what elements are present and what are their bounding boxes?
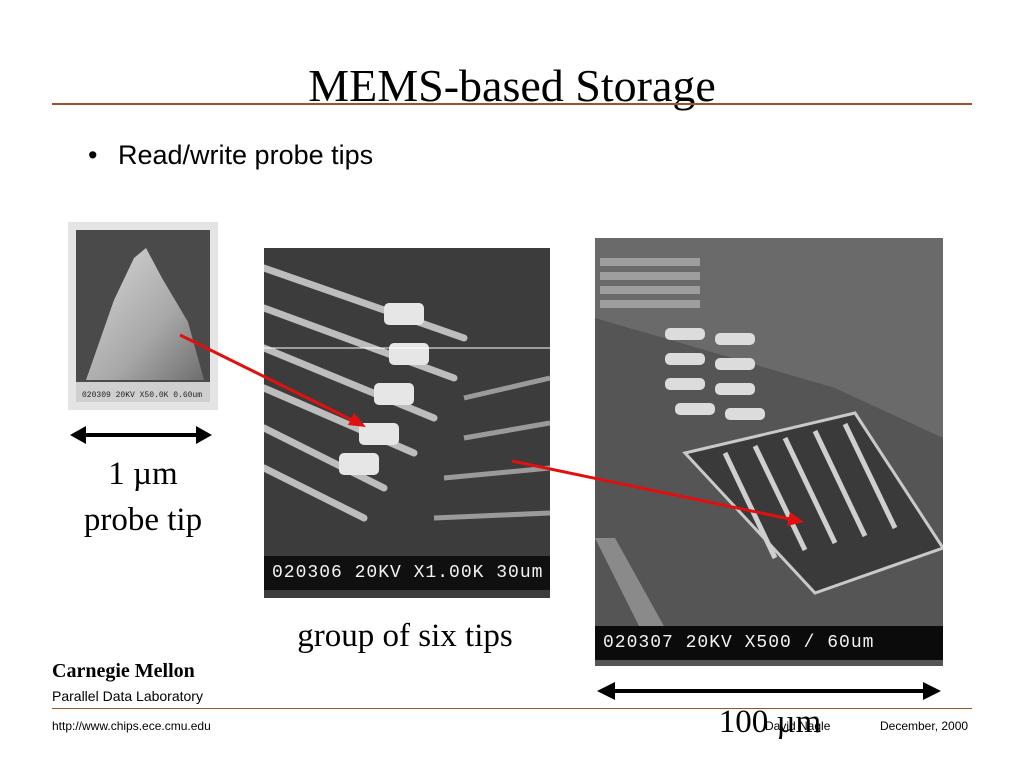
footer-date: December, 2000 bbox=[880, 719, 969, 733]
bullet-item: • Read/write probe tips bbox=[88, 140, 373, 171]
footer-url[interactable]: http://www.chips.ece.cmu.edu bbox=[52, 719, 211, 733]
array-scale-arrow-icon bbox=[597, 682, 941, 700]
tip-size-caption: 1 µm bbox=[108, 456, 178, 492]
probe-tip-image-label: 020309 20KV X50.0K 0.60um bbox=[82, 391, 203, 400]
probe-array-image-label: 020307 20KV X500 / 60um bbox=[595, 626, 943, 660]
tip-group-picture bbox=[264, 248, 550, 598]
tip-name-caption: probe tip bbox=[83, 502, 203, 538]
slide-title: MEMS-based Storage bbox=[308, 60, 716, 111]
title-divider bbox=[52, 103, 972, 105]
tip-scale-arrow-icon bbox=[70, 426, 212, 444]
probe-array-picture bbox=[595, 238, 943, 666]
bullet-dot-icon: • bbox=[88, 140, 98, 170]
probe-tip-picture bbox=[76, 230, 210, 402]
probe-tip-image: 020309 20KV X50.0K 0.60um bbox=[68, 222, 218, 410]
tip-group-image-label: 020306 20KV X1.00K 30um bbox=[264, 556, 550, 590]
probe-array-image: 020307 20KV X500 / 60um bbox=[595, 238, 943, 666]
bullet-text: Read/write probe tips bbox=[118, 140, 374, 170]
footer-divider bbox=[52, 708, 972, 709]
group-caption: group of six tips bbox=[297, 618, 513, 654]
array-scale-caption: 100 µm bbox=[718, 704, 822, 740]
tip-group-image: 020306 20KV X1.00K 30um bbox=[264, 248, 550, 598]
org-name: Carnegie Mellon bbox=[52, 660, 195, 682]
lab-name: Parallel Data Laboratory bbox=[52, 688, 203, 704]
footer-author: David Nagle bbox=[765, 719, 831, 733]
